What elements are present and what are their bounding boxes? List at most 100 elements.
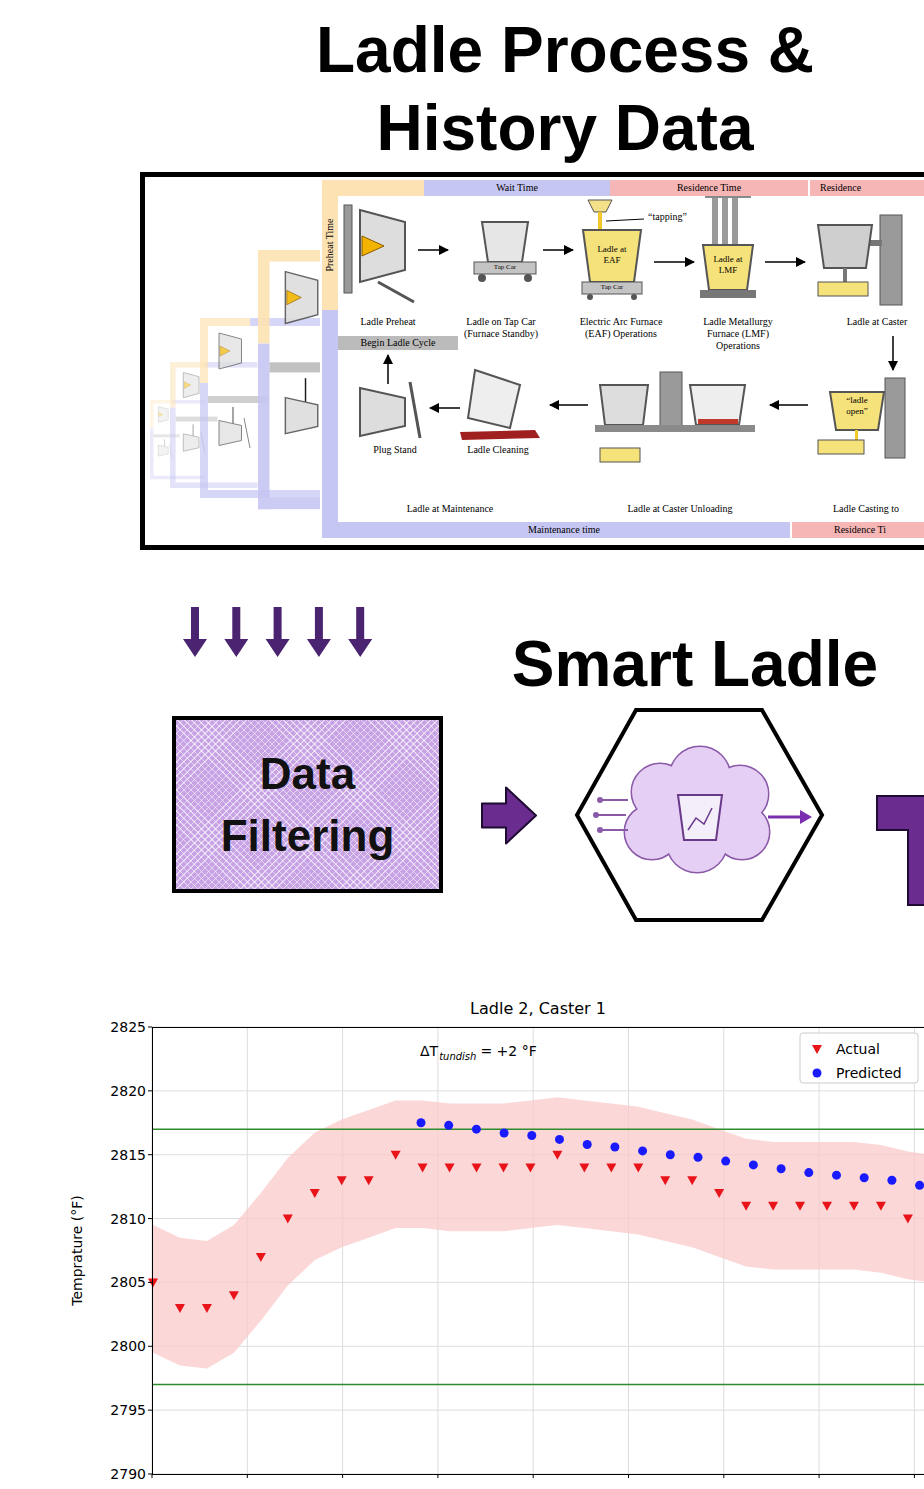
axis-spine bbox=[152, 1027, 153, 1474]
axis-title: Temprature (°F) bbox=[69, 1150, 86, 1350]
node-text: Residence bbox=[820, 180, 861, 196]
node-text: Preheat Time bbox=[322, 218, 338, 271]
time-band: Residence Ti bbox=[792, 522, 924, 538]
axis-tick bbox=[342, 1474, 343, 1478]
tick-label: 2800 bbox=[86, 1337, 146, 1355]
axis-tick bbox=[148, 1154, 152, 1155]
cycle-bar: Begin Ladle Cycle bbox=[338, 336, 458, 350]
axis-tick bbox=[148, 1090, 152, 1091]
actual-marker bbox=[633, 1163, 643, 1172]
chart bbox=[148, 1027, 924, 1478]
grid-line bbox=[152, 1473, 924, 1474]
actual-marker bbox=[310, 1189, 320, 1198]
stage-caption: Ladle Casting to bbox=[833, 503, 899, 515]
actual-marker bbox=[768, 1202, 778, 1211]
lmf-icon bbox=[732, 198, 738, 244]
grid-line bbox=[152, 1346, 924, 1347]
grid-line bbox=[342, 1027, 343, 1474]
casting-icon bbox=[885, 378, 905, 458]
predicted-marker bbox=[472, 1125, 481, 1134]
tap-car-icon bbox=[524, 274, 532, 282]
brain-icon bbox=[597, 827, 603, 833]
lmf-icon bbox=[703, 245, 753, 290]
actual-marker bbox=[579, 1163, 589, 1172]
actual-marker bbox=[606, 1163, 616, 1172]
time-band: Residence Time bbox=[610, 180, 808, 196]
node-text: Maintenance time bbox=[338, 522, 790, 538]
brain-icon bbox=[678, 795, 722, 840]
axis-tick bbox=[914, 1474, 915, 1478]
flow-arrow bbox=[307, 607, 331, 657]
predicted-marker bbox=[610, 1143, 619, 1152]
unloading-icon bbox=[660, 372, 682, 428]
node-text: Ladle Process & History Data bbox=[265, 11, 865, 167]
legend-marker bbox=[813, 1069, 822, 1078]
eaf-icon bbox=[606, 219, 644, 221]
axis-tick bbox=[628, 1474, 629, 1478]
tick-label: 2795 bbox=[86, 1401, 146, 1419]
time-band bbox=[322, 310, 338, 538]
process-arrow bbox=[770, 404, 808, 406]
preheat-icon bbox=[360, 210, 405, 282]
brain-icon bbox=[600, 799, 628, 801]
time-band: Residence bbox=[810, 180, 924, 196]
process-arrow bbox=[387, 355, 389, 384]
axis-tick bbox=[148, 1346, 152, 1347]
brain-icon bbox=[596, 814, 626, 816]
tap-car-icon bbox=[482, 222, 528, 262]
preheat-icon bbox=[344, 205, 414, 302]
actual-marker bbox=[283, 1215, 293, 1224]
lmf-icon bbox=[722, 198, 728, 244]
eaf-icon bbox=[587, 294, 593, 300]
predicted-marker bbox=[777, 1164, 786, 1173]
stage-caption: Electric Arc Furnace (EAF) Operations bbox=[571, 316, 671, 340]
predicted-marker bbox=[583, 1140, 592, 1149]
actual-marker bbox=[876, 1202, 886, 1211]
preheat-icon bbox=[378, 282, 414, 302]
node-text: Data Filtering bbox=[176, 743, 439, 867]
model-hexagon: Smart Ladle bbox=[495, 625, 895, 922]
actual-marker bbox=[903, 1215, 913, 1224]
node-text: Wait Time bbox=[424, 180, 610, 196]
flow-arrow bbox=[183, 607, 372, 657]
axis-tick bbox=[148, 1218, 152, 1219]
axis-tick bbox=[437, 1474, 438, 1478]
actual-marker bbox=[795, 1202, 805, 1211]
process-arrow bbox=[430, 407, 460, 409]
actual-marker bbox=[849, 1202, 859, 1211]
hexagon-outline bbox=[577, 710, 822, 920]
predicted-marker bbox=[832, 1171, 841, 1180]
flow-arrow bbox=[482, 788, 536, 844]
plug-stand-icon bbox=[410, 382, 420, 438]
node-text: Residence Time bbox=[610, 180, 808, 196]
tick-label: 2815 bbox=[86, 1146, 146, 1164]
caster-icon bbox=[818, 225, 872, 268]
actual-marker bbox=[472, 1163, 482, 1172]
actual-marker bbox=[822, 1202, 832, 1211]
actual-marker bbox=[741, 1202, 751, 1211]
caster-icon bbox=[818, 215, 902, 305]
axis-tick bbox=[152, 1474, 153, 1478]
cleaning-icon bbox=[460, 370, 540, 440]
brain-icon bbox=[593, 812, 599, 818]
unloading-icon bbox=[698, 419, 738, 424]
actual-marker bbox=[552, 1151, 562, 1160]
lmf-icon bbox=[712, 198, 718, 244]
unloading-icon bbox=[600, 385, 648, 425]
tap-car-icon bbox=[474, 222, 536, 282]
legend-box bbox=[800, 1033, 918, 1083]
unloading-icon bbox=[595, 425, 755, 432]
eaf-icon bbox=[588, 200, 612, 212]
brain-icon bbox=[768, 816, 800, 819]
stage-caption: Ladle Metallurgy Furnace (LMF) Operation… bbox=[695, 316, 781, 352]
chart-title: Ladle 2, Caster 1 bbox=[418, 999, 658, 1018]
tick-label: 2805 bbox=[86, 1273, 146, 1291]
node-text: Begin Ladle Cycle bbox=[338, 336, 458, 350]
predicted-marker bbox=[749, 1160, 758, 1169]
grid-line bbox=[152, 1027, 153, 1474]
actual-marker bbox=[445, 1163, 455, 1172]
brain-icon bbox=[596, 800, 628, 830]
eaf-icon bbox=[582, 282, 642, 294]
